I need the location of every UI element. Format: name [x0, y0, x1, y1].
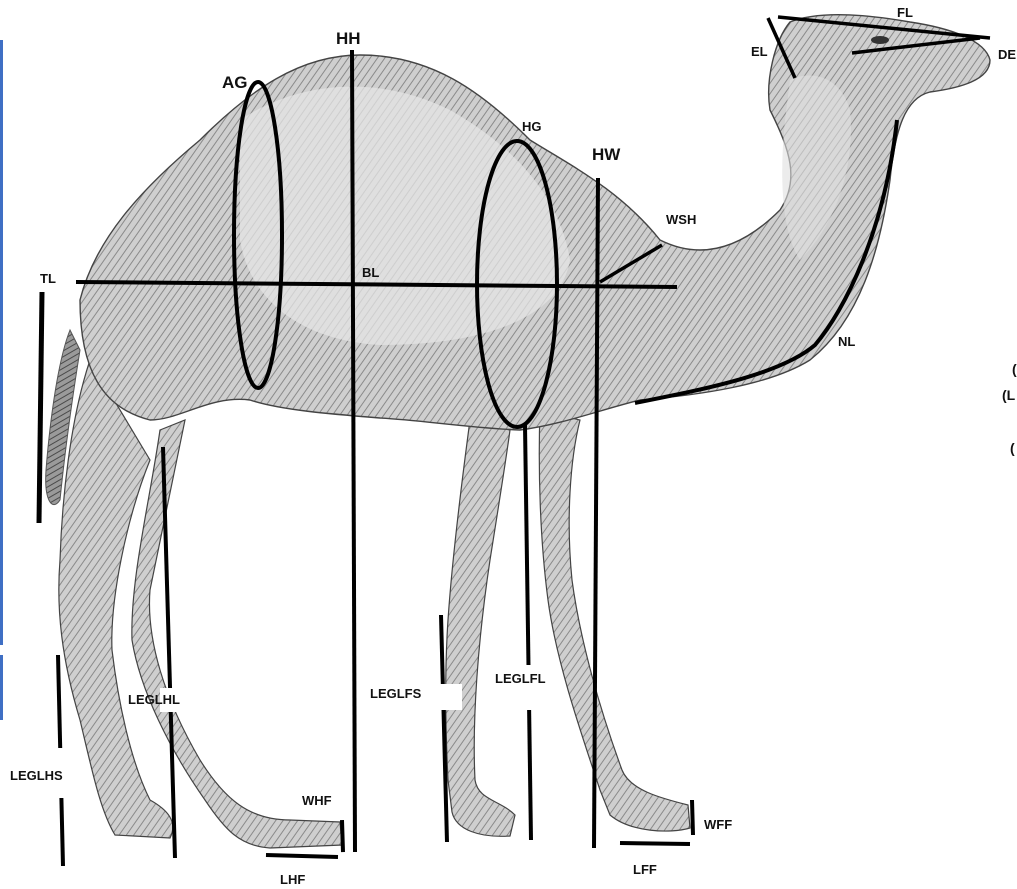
label-leglhs: LEGLHS	[10, 768, 63, 783]
label-lhf: LHF	[280, 872, 305, 887]
label-wff: WFF	[704, 817, 732, 832]
length-hind-foot-line	[266, 855, 338, 857]
label-wsh: WSH	[666, 212, 696, 227]
label-de: DE	[998, 47, 1016, 62]
label-hg: HG	[522, 119, 542, 134]
label-fl: FL	[897, 5, 913, 20]
label-leglfl: LEGLFL	[495, 671, 546, 686]
tail-length-line	[39, 292, 42, 523]
label-whf: WHF	[302, 793, 332, 808]
right-edge-fragment-2: (L	[1002, 387, 1016, 403]
label-leglfs: LEGLFS	[370, 686, 422, 701]
label-lff: LFF	[633, 862, 657, 877]
label-ag: AG	[222, 73, 248, 92]
width-fore-foot-line	[692, 800, 693, 835]
label-hw: HW	[592, 145, 621, 164]
label-bl: BL	[362, 265, 379, 280]
camel-front-leg-near	[539, 410, 690, 831]
camel-body-highlight	[240, 87, 570, 345]
camel-front-leg-far	[446, 420, 515, 836]
right-edge-fragment-3: (	[1010, 440, 1015, 456]
right-edge-fragment-1: (	[1012, 361, 1017, 377]
label-el: EL	[751, 44, 768, 59]
length-fore-foot-line	[620, 843, 690, 844]
hind-leg-long-line	[163, 447, 175, 858]
label-leglhl: LEGLHL	[128, 692, 180, 707]
camel-eye	[871, 36, 889, 44]
fore-leg-long-line	[525, 425, 531, 840]
label-hh: HH	[336, 29, 361, 48]
label-tl: TL	[40, 271, 56, 286]
width-hind-foot-line	[342, 820, 343, 852]
label-nl: NL	[838, 334, 855, 349]
